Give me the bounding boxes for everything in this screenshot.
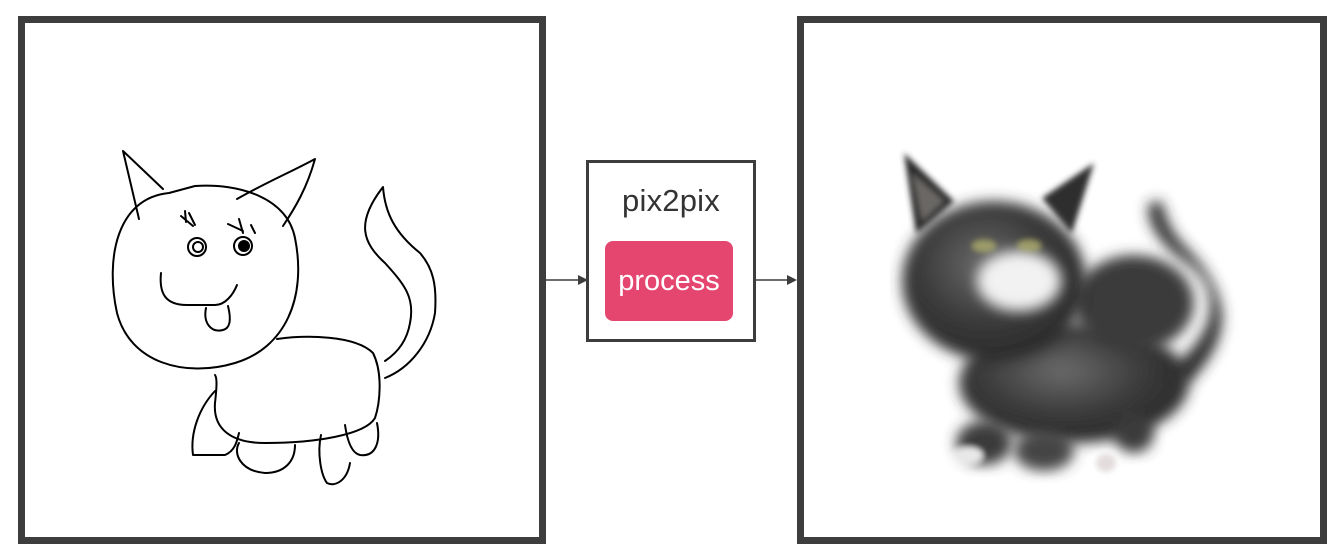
arrow-right-icon <box>546 275 588 285</box>
model-title: pix2pix <box>622 183 720 218</box>
cat-sketch-drawing <box>111 150 437 486</box>
generated-cat <box>902 153 1223 472</box>
output-image-panel <box>797 16 1327 544</box>
arrow-right-icon <box>754 275 797 285</box>
model-box: pix2pix process <box>586 160 756 342</box>
sketch-canvas[interactable] <box>25 23 539 537</box>
generated-cat-image <box>902 153 1223 472</box>
input-canvas-panel[interactable] <box>18 16 546 544</box>
process-button[interactable]: process <box>605 241 733 321</box>
